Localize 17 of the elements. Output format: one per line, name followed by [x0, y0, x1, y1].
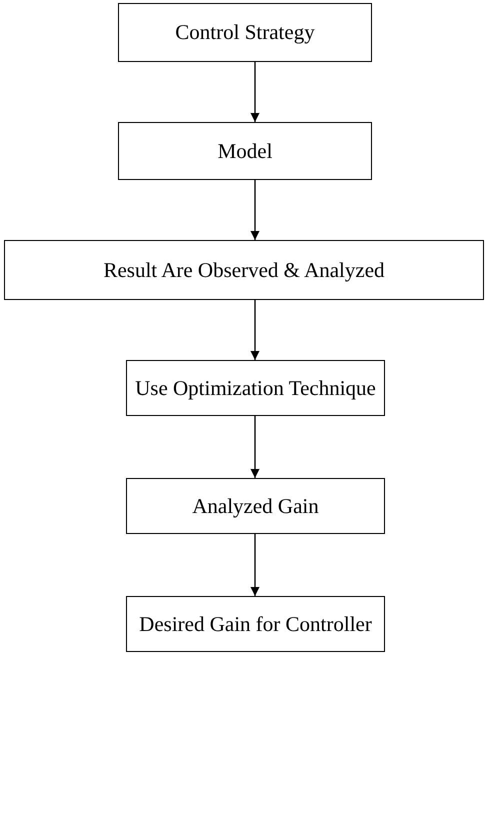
- process-box: [126, 360, 385, 416]
- arrow: [250, 300, 260, 360]
- process-box: [126, 478, 385, 534]
- arrow: [250, 416, 260, 478]
- arrow: [250, 534, 260, 596]
- process-box: [118, 3, 372, 62]
- box-label: Control Strategy: [175, 20, 315, 45]
- box-label: Analyzed Gain: [192, 494, 319, 518]
- box-label: Result Are Observed & Analyzed: [103, 258, 385, 282]
- arrow: [250, 62, 260, 122]
- arrow: [250, 180, 260, 240]
- process-box: [4, 240, 484, 300]
- process-box: [118, 122, 372, 180]
- box-label: Model: [218, 138, 272, 164]
- process-box: [126, 596, 385, 652]
- box-label: Use Optimization Technique: [135, 376, 376, 400]
- box-label: Desired Gain for Controller: [139, 612, 372, 636]
